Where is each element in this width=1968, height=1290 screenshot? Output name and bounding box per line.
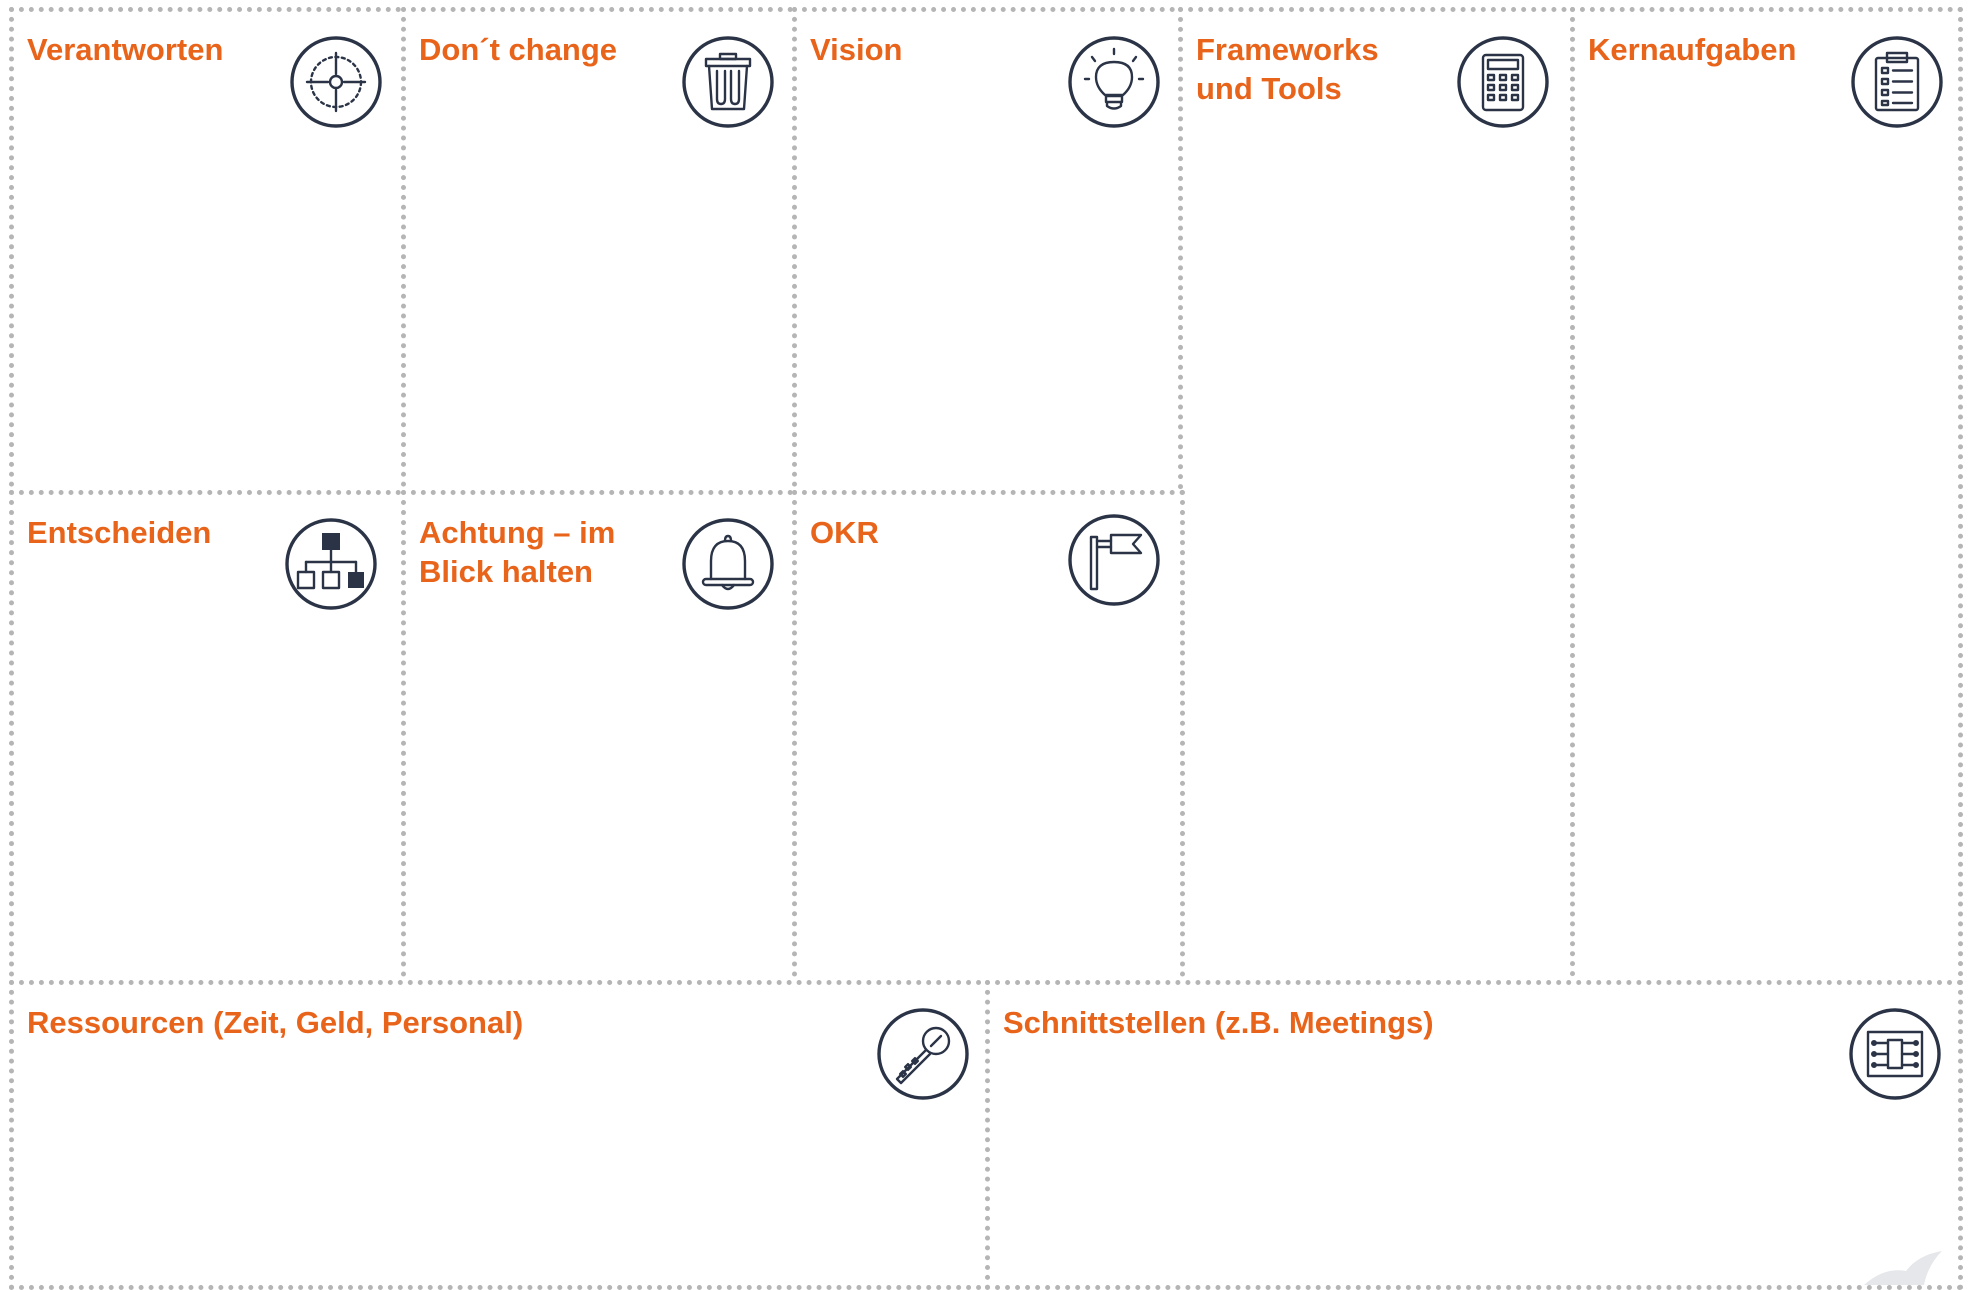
cell-verantworten[interactable]: Verantworten — [9, 7, 411, 497]
cell-vision[interactable]: Vision — [792, 7, 1185, 497]
hierarchy-icon — [284, 517, 378, 611]
key-icon — [876, 1007, 970, 1101]
cell-title: Achtung – im Blick halten — [419, 515, 616, 589]
cell-entscheiden[interactable]: Entscheiden — [9, 490, 411, 987]
cell-achtung[interactable]: Achtung – im Blick halten — [401, 490, 803, 987]
clipboard-list-icon — [1850, 35, 1944, 129]
cell-okr[interactable]: OKR — [792, 490, 1185, 987]
cell-title: Vision — [810, 32, 903, 67]
cell-frameworks[interactable]: Frameworks und Tools — [1178, 7, 1577, 987]
bell-icon — [681, 517, 775, 611]
trash-icon — [681, 35, 775, 129]
cell-title: Entscheiden — [27, 515, 212, 550]
cell-title: Frameworks und Tools — [1196, 32, 1379, 106]
cell-title: Verantworten — [27, 32, 224, 67]
flag-icon — [1067, 513, 1161, 607]
lightbulb-icon — [1067, 35, 1161, 129]
cell-title: OKR — [810, 515, 879, 550]
cell-kernaufgaben[interactable]: Kernaufgaben — [1570, 7, 1963, 987]
target-icon — [289, 35, 383, 129]
circuit-chip-icon — [1848, 1007, 1942, 1101]
cell-dont-change[interactable]: Don´t change — [401, 7, 803, 497]
cell-ressourcen[interactable]: Ressourcen (Zeit, Geld, Personal) — [9, 980, 992, 1290]
cell-title: Ressourcen (Zeit, Geld, Personal) — [27, 1005, 524, 1040]
cell-title: Schnittstellen (z.B. Meetings) — [1003, 1005, 1434, 1040]
calculator-icon — [1456, 35, 1550, 129]
cell-title: Don´t change — [419, 32, 618, 67]
cell-title: Kernaufgaben — [1588, 32, 1797, 67]
bird-watermark-icon — [1854, 1245, 1944, 1285]
cell-schnittstellen[interactable]: Schnittstellen (z.B. Meetings) — [985, 980, 1963, 1290]
